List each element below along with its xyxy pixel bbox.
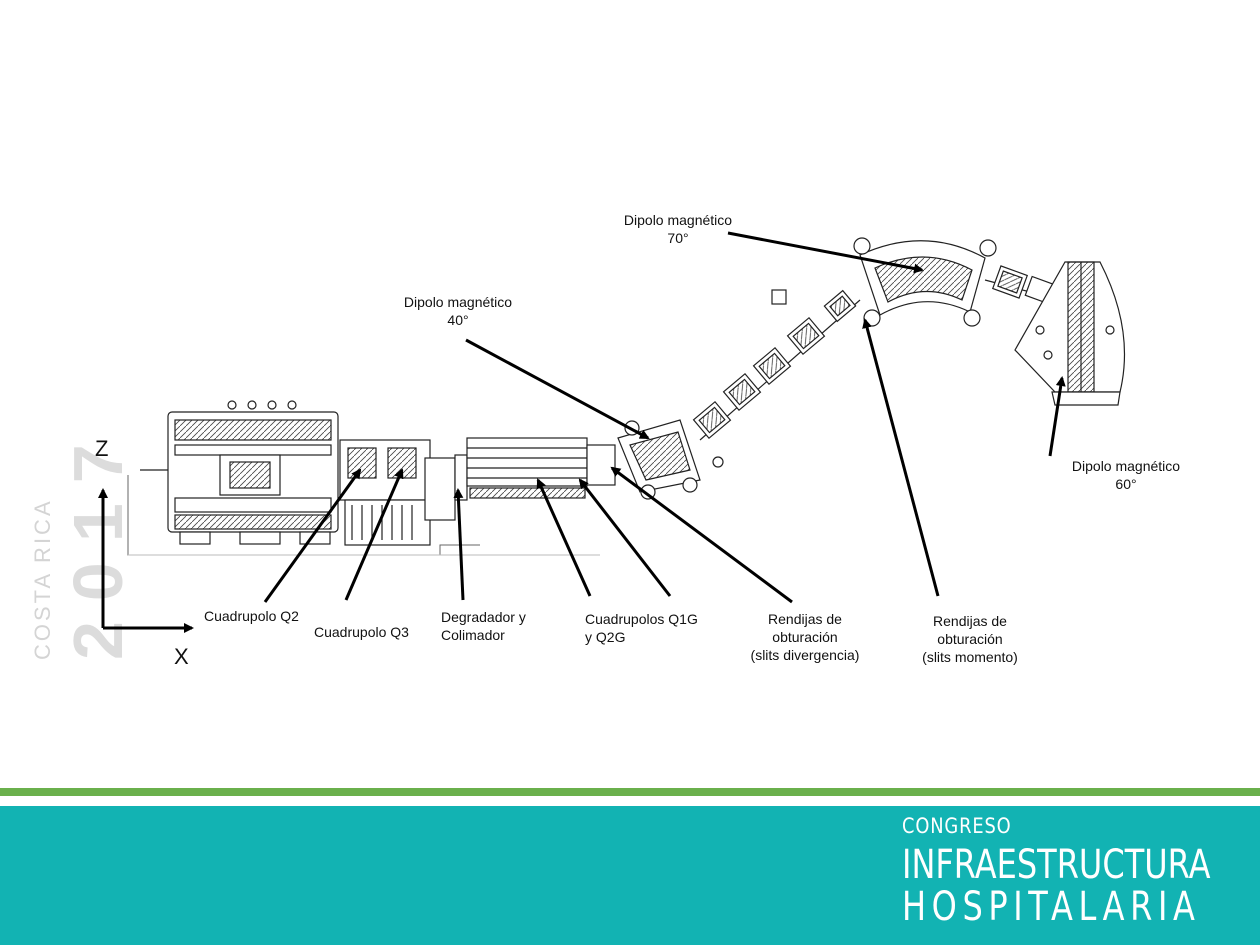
- label-degradador: Degradador y Colimador: [441, 608, 526, 644]
- arrow-cuadrupolo-q1g: [536, 478, 592, 597]
- beamline-diagram: [98, 231, 1126, 633]
- label-dipolo-40-line1: Dipolo magnético: [403, 294, 513, 310]
- label-rendijas-mom-line3: (slits momento): [922, 649, 1018, 665]
- axis-z-label: Z: [95, 436, 109, 461]
- label-rendijas-momento: Rendijas de obturación (slits momento): [900, 612, 1040, 666]
- label-degradador-line2: Colimador: [441, 627, 505, 643]
- label-rendijas-div-line2: obturación: [772, 629, 838, 645]
- brand-line-congreso: CONGRESO: [902, 814, 1012, 838]
- arrow-cuadrupolo-q2: [263, 468, 362, 603]
- arrow-rendijas-momento: [862, 318, 940, 597]
- cyclotron-block: [140, 400, 339, 545]
- arrow-dipole-60: [1048, 376, 1066, 457]
- arrow-dipole-40: [465, 338, 650, 440]
- arrow-cuadrupolo-q2g: [578, 478, 672, 597]
- arrow-rendijas-divergencia: [610, 466, 793, 604]
- label-cuadrupolos-q1g-line2: y Q2G: [585, 629, 626, 645]
- arrow-cuadrupolo-q3: [344, 468, 404, 601]
- label-dipolo-70-line1: Dipolo magnético: [623, 212, 733, 228]
- label-cuadrupolos-q1g: Cuadrupolos Q1G y Q2G: [585, 610, 698, 646]
- label-dipolo-40: Dipolo magnético 40°: [388, 293, 528, 329]
- arrow-degradador: [453, 488, 465, 601]
- arrow-dipole-70: [727, 231, 924, 274]
- label-dipolo-70: Dipolo magnético 70°: [608, 211, 748, 247]
- label-rendijas-mom-line2: obturación: [937, 631, 1003, 647]
- label-dipolo-60: Dipolo magnético 60°: [1056, 457, 1196, 493]
- footer-white-stripe: [0, 796, 1260, 806]
- label-cuadrupolo-q3: Cuadrupolo Q3: [314, 624, 409, 640]
- brand-line-hospitalaria: HOSPITALARIA: [902, 884, 1201, 930]
- label-cuadrupolos-q1g-line1: Cuadrupolos Q1G: [585, 611, 698, 627]
- axis-x-label: X: [174, 644, 189, 669]
- label-rendijas-mom-line1: Rendijas de: [933, 613, 1007, 629]
- label-rendijas-div-line1: Rendijas de: [768, 611, 842, 627]
- label-degradador-line1: Degradador y: [441, 609, 526, 625]
- label-rendijas-divergencia: Rendijas de obturación (slits divergenci…: [735, 610, 875, 664]
- label-cuadrupolo-q2: Cuadrupolo Q2: [204, 608, 299, 624]
- beamline-upward-segment: [692, 289, 861, 441]
- quadrupole-q2-q3-assembly: [339, 439, 456, 546]
- label-dipolo-70-line2: 70°: [667, 230, 689, 246]
- dipole-60-magnet: [1014, 261, 1126, 406]
- coordinate-axes: [98, 488, 194, 633]
- label-dipolo-40-line2: 40°: [447, 312, 469, 328]
- label-dipolo-60-line2: 60°: [1115, 476, 1137, 492]
- brand-line-infraestructura: INFRAESTRUCTURA: [902, 842, 1211, 888]
- footer-green-stripe: [0, 788, 1260, 796]
- degrader-collimator: [454, 437, 616, 501]
- footer-band: [0, 806, 1260, 945]
- dipole-70-magnet: [853, 237, 997, 327]
- label-rendijas-div-line3: (slits divergencia): [750, 647, 860, 663]
- dipole-40-magnet: [617, 419, 724, 500]
- label-dipolo-60-line1: Dipolo magnético: [1071, 458, 1181, 474]
